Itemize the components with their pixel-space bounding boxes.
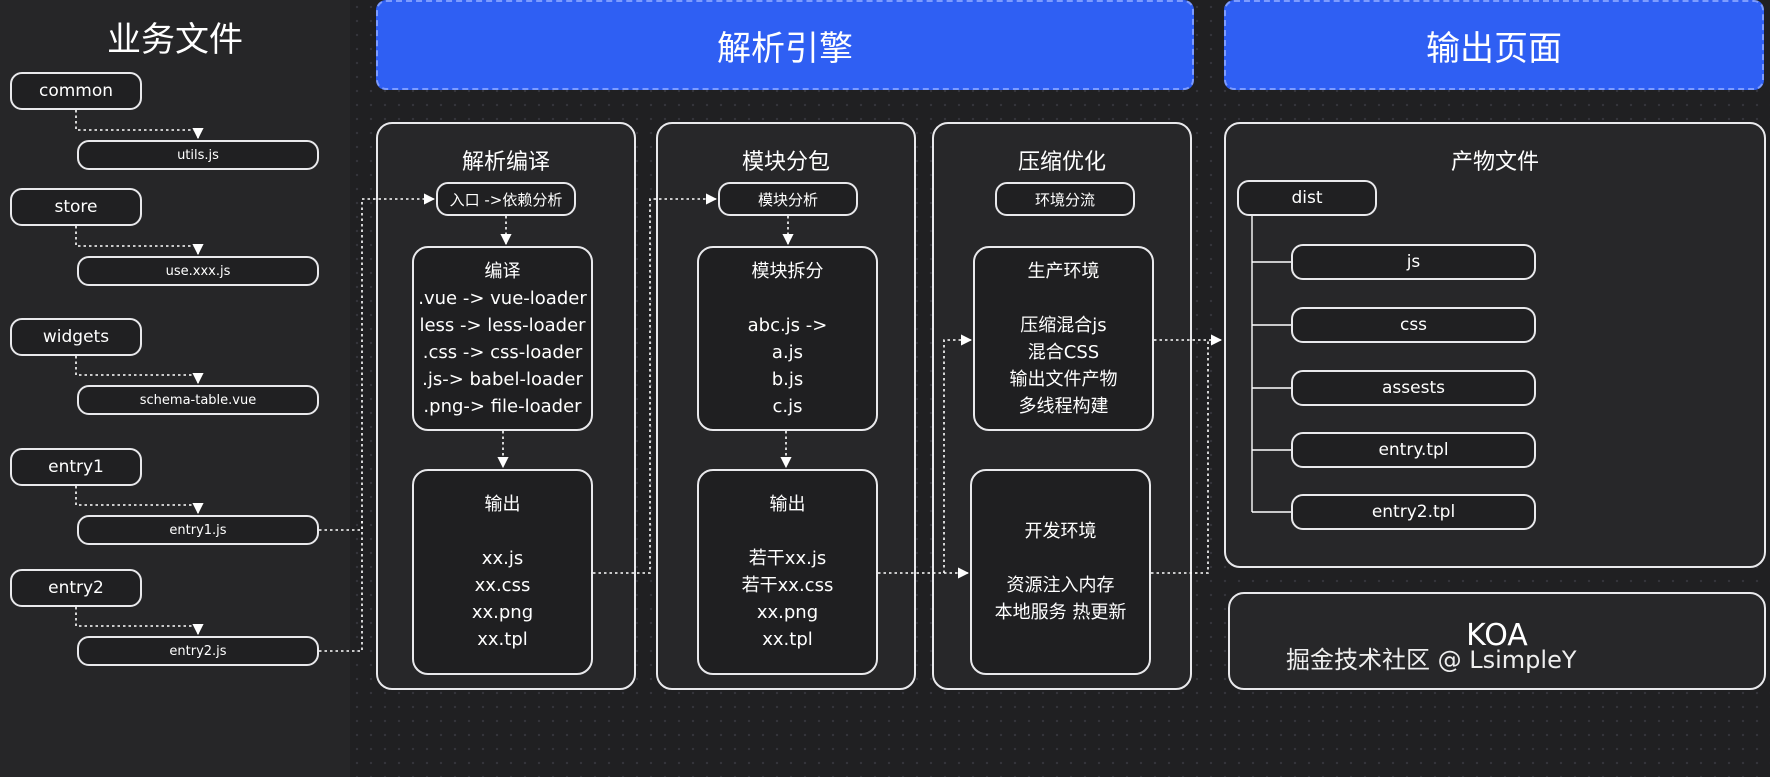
module-output-box: 输出 若干xx.js 若干xx.css xx.png xx.tpl (697, 469, 878, 675)
file-use-xxx-js[interactable]: use.xxx.js (77, 256, 319, 286)
output-line: xx.js (481, 548, 524, 569)
output-line: 若干xx.js (748, 548, 827, 569)
file-entry1-js[interactable]: entry1.js (77, 515, 319, 545)
development-line: 开发环境 (1024, 521, 1097, 542)
compile-line: .css -> css-loader (422, 341, 583, 363)
koa-label: KOA (1466, 618, 1528, 653)
compile-line: .js-> babel-loader (422, 368, 583, 390)
entry-dependency-analysis-pill[interactable]: 入口 ->依赖分析 (436, 182, 576, 216)
output-line: xx.tpl (762, 629, 813, 650)
module-split-line: a.js (771, 341, 804, 363)
output-line: xx.css (474, 575, 531, 596)
development-line: 本地服务 热更新 (994, 602, 1127, 623)
output-line: 输出 (769, 494, 806, 515)
compile-output-box: 输出 xx.js xx.css xx.png xx.tpl (412, 469, 593, 675)
output-files-title: 产物文件 (1450, 150, 1539, 175)
output-item-js[interactable]: js (1291, 244, 1536, 280)
output-line: 若干xx.css (741, 575, 834, 596)
stage-parse-compile-title: 解析编译 (461, 150, 550, 175)
file-entry2-js[interactable]: entry2.js (77, 636, 319, 666)
business-files-title: 业务文件 (107, 20, 243, 60)
compile-line: less -> less-loader (419, 314, 586, 336)
output-line: xx.png (756, 602, 819, 623)
compile-line: .png-> file-loader (423, 395, 582, 417)
production-line: 混合CSS (1027, 341, 1100, 363)
dist-folder[interactable]: dist (1237, 180, 1377, 216)
output-item-assests[interactable]: assests (1291, 370, 1536, 406)
module-split-line: 模块拆分 (751, 260, 824, 282)
stage-module-split-title: 模块分包 (741, 150, 830, 175)
module-split-line: c.js (772, 395, 803, 417)
compile-line: 编译 (484, 260, 521, 282)
output-line: 输出 (484, 494, 521, 515)
output-line: xx.tpl (477, 629, 528, 650)
development-line: 资源注入内存 (1006, 575, 1115, 596)
folder-common[interactable]: common (10, 72, 142, 110)
compile-line: .vue -> vue-loader (418, 287, 587, 309)
output-line: xx.png (471, 602, 534, 623)
file-utils-js[interactable]: utils.js (77, 140, 319, 170)
production-env-box: 生产环境 压缩混合js 混合CSS 输出文件产物 多线程构建 (973, 246, 1154, 431)
production-line: 输出文件产物 (1009, 368, 1118, 390)
folder-widgets[interactable]: widgets (10, 318, 142, 356)
env-split-pill[interactable]: 环境分流 (995, 182, 1135, 216)
output-item-entry2-tpl[interactable]: entry2.tpl (1291, 494, 1536, 530)
stage-compress-optimize-title: 压缩优化 (1017, 150, 1106, 175)
module-analysis-pill[interactable]: 模块分析 (718, 182, 858, 216)
folder-entry2[interactable]: entry2 (10, 569, 142, 607)
watermark: 掘金技术社区 @ LsimpleY (1286, 646, 1577, 674)
production-line: 压缩混合js (1020, 314, 1107, 336)
output-item-css[interactable]: css (1291, 307, 1536, 343)
module-split-line: b.js (771, 368, 804, 390)
engine-header: 解析引擎 (376, 0, 1194, 90)
compile-box: 编译 .vue -> vue-loader less -> less-loade… (412, 246, 593, 431)
production-line: 多线程构建 (1018, 395, 1109, 417)
koa-server-box (1228, 592, 1766, 690)
output-header: 输出页面 (1224, 0, 1764, 90)
folder-entry1[interactable]: entry1 (10, 448, 142, 486)
module-split-line: abc.js -> (747, 314, 828, 336)
file-schema-table-vue[interactable]: schema-table.vue (77, 385, 319, 415)
folder-store[interactable]: store (10, 188, 142, 226)
module-split-box: 模块拆分 abc.js -> a.js b.js c.js (697, 246, 878, 431)
development-env-box: 开发环境 资源注入内存 本地服务 热更新 (970, 469, 1151, 675)
production-line: 生产环境 (1027, 260, 1100, 282)
output-item-entry-tpl[interactable]: entry.tpl (1291, 432, 1536, 468)
